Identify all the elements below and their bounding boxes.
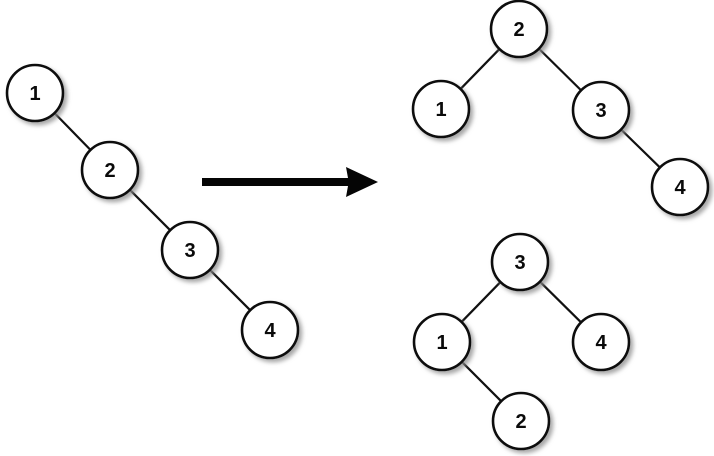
node-circle [571,312,631,372]
tree-edge [459,280,503,324]
tree-edges-output-tree-top [458,46,662,170]
node-value-label: 2 [513,19,524,41]
tree-edge [538,279,583,325]
tree-node[interactable]: 1 [5,63,65,123]
tree-edge [52,111,93,152]
transformation-arrow [202,167,378,197]
tree-nodes-output-tree-top: 2 1 3 4 [411,0,710,217]
edges-layer [52,46,662,404]
tree-nodes-input-tree: 1 2 3 4 [5,63,300,360]
tree-node[interactable]: 2 [80,140,140,200]
tree-edge [537,46,583,93]
node-circle [240,300,300,360]
node-value-label: 4 [264,320,276,342]
node-value-label: 2 [515,411,526,433]
tree-node[interactable]: 2 [489,0,549,59]
node-value-label: 3 [514,252,525,274]
nodes-layer: 1 2 3 4 2 1 3 4 3 1 4 2 [5,0,710,451]
tree-edge [619,127,662,170]
arrow-layer [202,167,378,197]
node-circle [650,157,710,217]
tree-node[interactable]: 3 [490,232,550,292]
tree-edge [207,267,253,313]
tree-edge [458,47,502,91]
node-circle [489,0,549,59]
node-circle [5,63,65,123]
tree-edge [459,359,504,404]
tree-edges-input-tree [52,111,253,313]
tree-nodes-output-tree-bottom: 3 1 4 2 [412,232,631,451]
tree-node[interactable]: 2 [491,391,551,451]
node-circle [491,391,551,451]
tree-node[interactable]: 4 [571,312,631,372]
tree-node[interactable]: 4 [650,157,710,217]
node-value-label: 1 [29,83,40,105]
node-value-label: 1 [435,99,446,121]
node-circle [571,80,631,140]
node-circle [412,312,472,372]
node-value-label: 3 [595,100,606,122]
node-value-label: 3 [184,240,195,262]
node-value-label: 1 [436,332,447,354]
node-circle [160,220,220,280]
tree-node[interactable]: 1 [412,312,472,372]
tree-node[interactable]: 1 [411,79,471,139]
node-circle [490,232,550,292]
node-circle [411,79,471,139]
tree-node[interactable]: 3 [160,220,220,280]
node-value-label: 2 [104,160,115,182]
tree-node[interactable]: 3 [571,80,631,140]
tree-edge [127,187,173,233]
node-circle [80,140,140,200]
tree-edges-output-tree-bottom [459,279,583,404]
tree-node[interactable]: 4 [240,300,300,360]
node-value-label: 4 [595,332,607,354]
node-value-label: 4 [674,177,686,199]
